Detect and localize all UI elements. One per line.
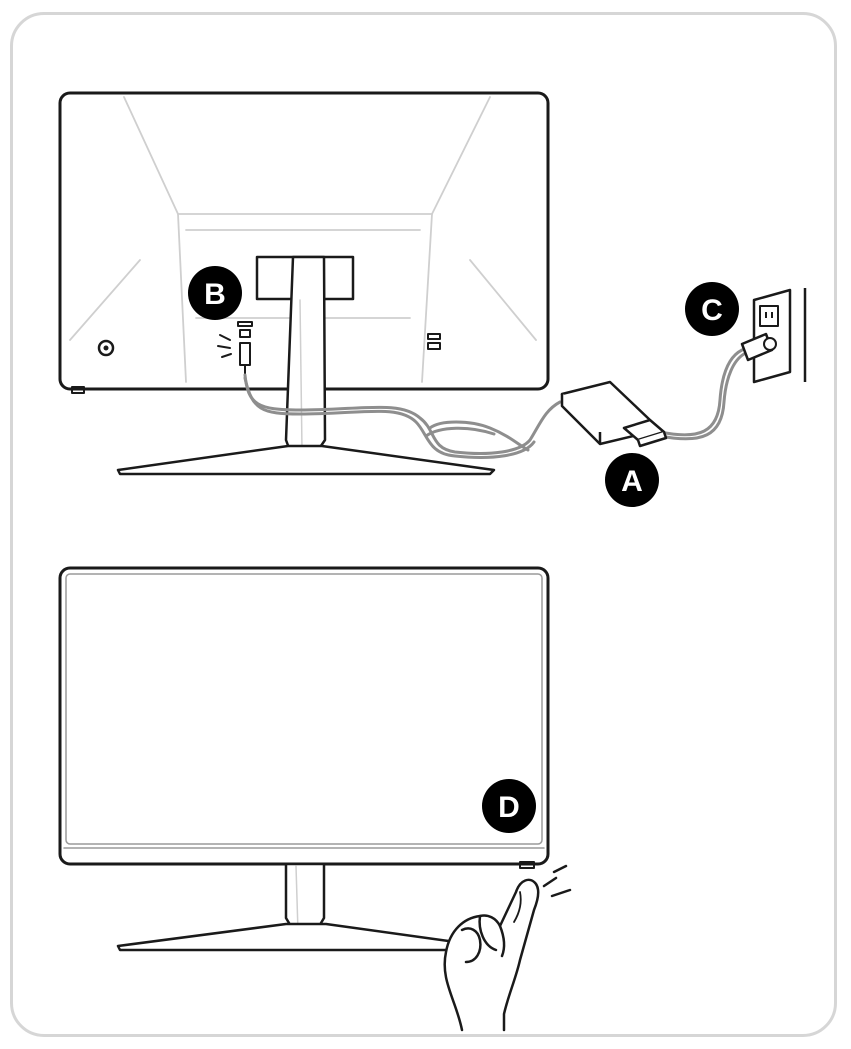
logo-icon	[97, 339, 115, 357]
monitor-back-view	[58, 91, 550, 476]
monitor-back-panel-lines	[69, 96, 537, 383]
wall-outlet	[740, 288, 807, 384]
dc-port-icon	[237, 321, 253, 338]
dc-plug-icon	[239, 342, 251, 376]
monitor-front-view	[58, 566, 550, 952]
power-adapter	[560, 380, 668, 448]
callout-c: C	[685, 282, 739, 336]
monitor-front-body	[58, 566, 550, 866]
press-spark-lines	[542, 864, 572, 898]
callout-c-label: C	[701, 294, 723, 327]
diagram-frame	[10, 12, 837, 1037]
stand-neck	[284, 255, 327, 464]
callout-a-label: A	[621, 465, 643, 498]
hand-icon	[443, 878, 540, 1032]
callout-d: D	[482, 779, 536, 833]
front-stand-base	[116, 922, 472, 952]
callout-b-label: B	[204, 278, 226, 311]
callout-d-label: D	[498, 791, 520, 824]
callout-b: B	[188, 266, 242, 320]
monitor-screen	[65, 573, 543, 845]
plug-spark-lines	[217, 334, 232, 358]
power-button	[519, 861, 535, 869]
callout-a: A	[605, 453, 659, 507]
power-cable	[243, 348, 746, 459]
stand-base	[116, 444, 496, 476]
power-port-icon	[427, 333, 441, 350]
